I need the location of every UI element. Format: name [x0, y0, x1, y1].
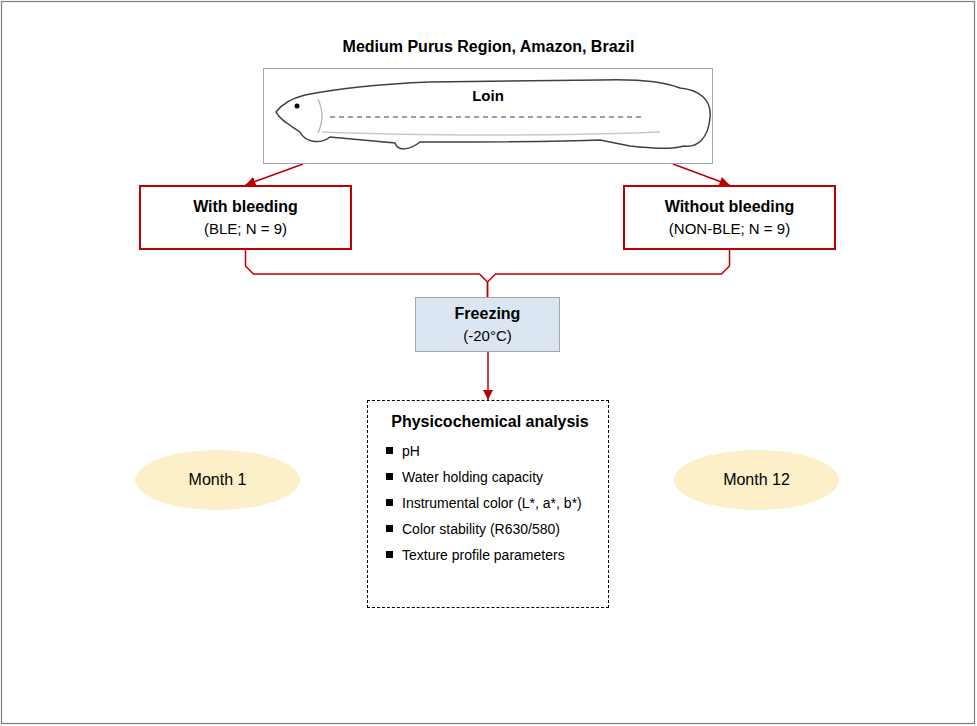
- time-label: Month 1: [189, 471, 247, 489]
- group-detail: (BLE; N = 9): [204, 220, 287, 237]
- list-item: Instrumental color (L*, a*, b*): [384, 495, 596, 511]
- process-detail: (-20°C): [463, 327, 512, 344]
- time-label: Month 12: [723, 471, 790, 489]
- connector-arrow: [246, 250, 488, 297]
- group-box: Without bleeding (NON-BLE; N = 9): [623, 185, 836, 250]
- connector-arrow: [246, 164, 304, 185]
- group-detail: (NON-BLE; N = 9): [669, 220, 790, 237]
- process-box: Freezing (-20°C): [415, 297, 560, 352]
- connector-arrow: [488, 250, 730, 297]
- fish-eye: [295, 104, 300, 109]
- ellipse-fill: [135, 450, 300, 510]
- list-item: Color stability (R630/580): [384, 521, 596, 537]
- group-heading: With bleeding: [193, 198, 298, 216]
- list-item: pH: [384, 443, 596, 459]
- group-heading: Without bleeding: [665, 198, 795, 216]
- process-heading: Freezing: [455, 305, 521, 323]
- time-ellipse: Month 1: [135, 450, 300, 510]
- diagram-title: Medium Purus Region, Amazon, Brazil: [0, 38, 977, 56]
- time-ellipse: Month 12: [674, 450, 839, 510]
- list-item: Texture profile parameters: [384, 547, 596, 563]
- connector-arrow: [673, 164, 730, 185]
- loin-contour: [322, 132, 660, 135]
- ellipse-fill: [674, 450, 839, 510]
- analysis-box: Physicochemical analysis pH Water holding …: [367, 400, 609, 608]
- part-label: Loin: [264, 87, 712, 104]
- list-item: Water holding capacity: [384, 469, 596, 485]
- group-box: With bleeding (BLE; N = 9): [139, 185, 352, 250]
- connector-arrow: [487, 352, 489, 400]
- loin-dashed-line: [330, 117, 645, 118]
- illustration-box: Loin: [263, 68, 713, 164]
- gill-line: [318, 99, 322, 133]
- analysis-heading: Physicochemical analysis: [384, 413, 596, 431]
